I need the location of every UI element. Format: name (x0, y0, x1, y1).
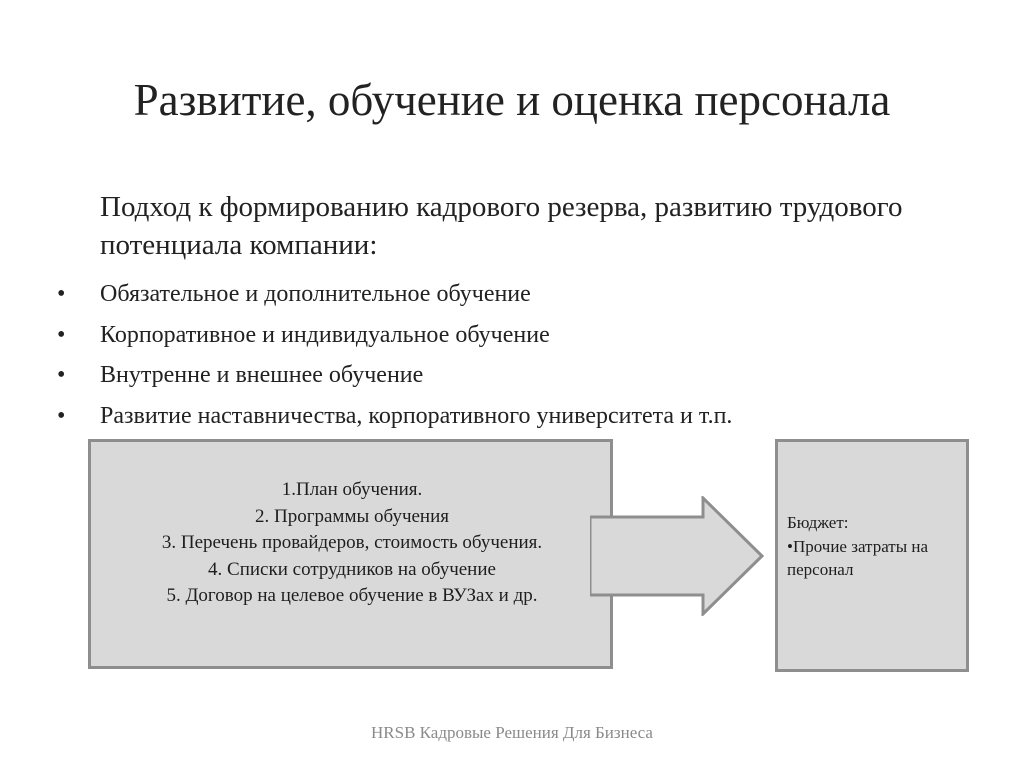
bullet-text: Развитие наставничества, корпоративного … (100, 402, 733, 429)
bullet-dot-icon: • (57, 402, 66, 429)
intro-text: Подход к формированию кадрового резерва,… (100, 191, 903, 261)
process-box-text: 1.План обучения. 2. Программы обучения 3… (0, 477, 704, 610)
bullet-list: • Обязательное и дополнительное обучение… (0, 274, 1024, 436)
process-box (88, 439, 613, 669)
bullet-text: Корпоративное и индивидуальное обучение (100, 321, 550, 348)
footer-text: HRSB Кадровые Решения Для Бизнеса (371, 723, 653, 742)
process-step: 4. Списки сотрудников на обучение (208, 558, 496, 580)
process-step: 2. Программы обучения (254, 505, 450, 527)
budget-box (775, 439, 969, 672)
budget-box-text: Бюджет: •Прочие затраты на персонал (787, 511, 963, 582)
bullet-text: Внутренне и внешнее обучение (100, 362, 424, 388)
list-item: • Обязательное и дополнительное обучение (0, 274, 1024, 315)
budget-heading: Бюджет: (787, 513, 849, 532)
list-item: • Корпоративное и индивидуальное обучени… (0, 315, 1024, 356)
arrow-right-icon (590, 496, 765, 616)
list-item: • Внутренне и внешнее обучение (0, 355, 1024, 396)
process-step: 3. Перечень провайдеров, стоимость обуче… (161, 532, 543, 553)
bullet-dot-icon: • (57, 321, 66, 348)
bullet-text: Обязательное и дополнительное обучение (100, 281, 531, 307)
list-item: • Развитие наставничества, корпоративног… (0, 396, 1024, 437)
process-step: 1.План обучения. (281, 479, 423, 500)
slide-title: Развитие, обучение и оценка персонала (133, 75, 891, 125)
bullet-dot-icon: • (57, 281, 66, 307)
bullet-dot-icon: • (57, 362, 66, 388)
process-step: 5. Договор на целевое обучение в ВУЗах и… (166, 585, 538, 606)
budget-item: •Прочие затраты на персонал (787, 536, 929, 580)
